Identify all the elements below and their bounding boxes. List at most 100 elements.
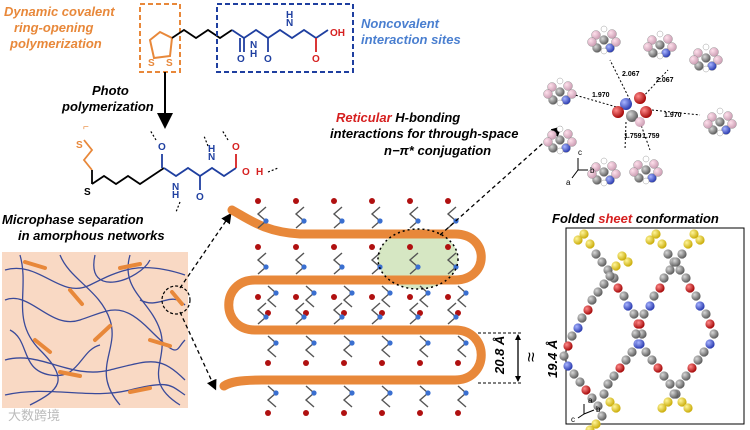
photo-label-line1: Photo <box>92 83 129 98</box>
neighbor-molecule <box>587 157 621 187</box>
polymer-nitrogen-1: N <box>172 182 179 193</box>
folded-sheet-model <box>219 198 486 416</box>
photo-label-line2: polymerization <box>61 99 154 114</box>
polymer-sulfur-2: S <box>84 187 91 198</box>
axis-b-label: b <box>590 166 595 175</box>
dimension-label-2: 19.4 Å <box>545 340 560 378</box>
dynamic-label-line3: polymerization <box>9 36 102 51</box>
zoom-line-top <box>179 212 232 289</box>
polymer-nitrogen-2: N <box>208 152 215 163</box>
distance-label-6: 1.759 <box>642 133 660 140</box>
sidechain <box>445 294 459 325</box>
zoom-line-crystal <box>439 126 562 236</box>
dynamic-box <box>139 3 181 73</box>
polymer-alkyl-chain <box>91 167 165 186</box>
sulfur-label-2: S <box>166 58 173 69</box>
dynamic-label-line1: Dynamic covalent <box>4 4 115 19</box>
distance-label-5: 1.759 <box>624 133 642 140</box>
backbone-ribbon <box>219 205 486 391</box>
sidechain <box>407 294 421 325</box>
hydrogen-label-1: H <box>250 49 257 60</box>
reticular-word: Reticular <box>336 110 393 125</box>
hbond-cluster: 2.067 2.067 1.970 1.970 1.759 1.759 <box>543 25 737 187</box>
sidechain <box>255 244 269 275</box>
crystal-frame <box>565 227 745 425</box>
micro-label-line2: in amorphous networks <box>18 228 165 243</box>
polymer-amide-chain <box>163 166 237 178</box>
polymer-structure: ⌐ S S O N H O N H O O H <box>76 122 279 213</box>
sidechain <box>303 335 317 366</box>
watermark-text: 大数跨境 <box>8 409 60 424</box>
sidechain <box>341 335 355 366</box>
folded-post: conformation <box>632 211 719 226</box>
reticular-label-line2: interactions for through-space <box>330 126 519 141</box>
highlight-ellipse <box>378 229 458 289</box>
polymer-oxygen-3: O <box>232 142 240 153</box>
sidechain <box>255 294 269 325</box>
hbond-ticks <box>149 129 279 213</box>
zoom-circle <box>161 285 191 315</box>
network-background <box>2 252 188 408</box>
neighbor-molecule <box>543 125 577 155</box>
noncovalent-label-line1: Noncovalent <box>361 16 440 31</box>
sidechain <box>293 198 307 229</box>
crystal-chains <box>559 229 719 430</box>
sidechain <box>341 285 355 316</box>
sidechain <box>379 335 393 366</box>
sidechain <box>293 244 307 275</box>
sidechain <box>293 294 307 325</box>
crystal-axis-c: c <box>571 415 575 424</box>
reticular-rest: H-bonding <box>392 110 461 125</box>
sidechain <box>303 285 317 316</box>
nitrogen-label-2: N <box>286 18 293 29</box>
neighbor-molecule <box>629 155 663 185</box>
sidechain <box>417 385 431 416</box>
sidechain <box>407 198 421 229</box>
amide-chain <box>231 28 329 40</box>
sidechain <box>407 244 421 275</box>
sulfur-label-1: S <box>148 58 155 69</box>
sidechain <box>265 385 279 416</box>
polymer-oxygen-4: O <box>242 167 250 178</box>
approx-symbol: ≈ <box>521 352 541 362</box>
crystal-axes: b a c <box>571 396 601 424</box>
cluster-axes: c b a <box>566 148 595 187</box>
monomer-structure: Dynamic covalent ring-opening polymeriza… <box>4 3 461 73</box>
sidechain <box>379 385 393 416</box>
dithiolane-ring <box>148 30 174 60</box>
neighbor-molecule <box>703 107 737 137</box>
polymer-oxygen-2: O <box>196 192 204 203</box>
polymer-oxygen-1: O <box>158 142 166 153</box>
noncovalent-box <box>216 3 354 73</box>
sidechain <box>331 294 345 325</box>
sidechain <box>369 294 383 325</box>
sidechain <box>369 198 383 229</box>
oxygen-label-1: O <box>237 54 245 65</box>
cluster-molecules <box>543 25 737 187</box>
micro-label-line1: Microphase separation <box>2 212 144 227</box>
distance-label-3: 1.970 <box>592 92 610 99</box>
folded-label: Folded sheet conformation <box>552 211 719 226</box>
neighbor-molecule <box>543 77 577 107</box>
folded-word: sheet <box>598 211 633 226</box>
sidechain <box>455 285 469 316</box>
crystal-chain <box>645 229 719 413</box>
hydrogen-label-2: H <box>286 10 293 21</box>
neighbor-molecule <box>689 43 723 73</box>
sidechain <box>265 285 279 316</box>
sidechain <box>331 198 345 229</box>
axis-a-label: a <box>566 178 571 187</box>
amorphous-network <box>2 252 191 408</box>
distance-label-4: 1.970 <box>664 112 682 119</box>
crystal-chain <box>631 229 705 413</box>
sidechain <box>341 385 355 416</box>
oxygen-label-3: O <box>312 54 320 65</box>
sidechain <box>265 335 279 366</box>
noncovalent-label-line2: interaction sites <box>361 32 461 47</box>
neighbor-molecule <box>643 30 677 60</box>
crystal-chain <box>559 251 633 430</box>
sidechain <box>379 285 393 316</box>
sidechain <box>445 198 459 229</box>
